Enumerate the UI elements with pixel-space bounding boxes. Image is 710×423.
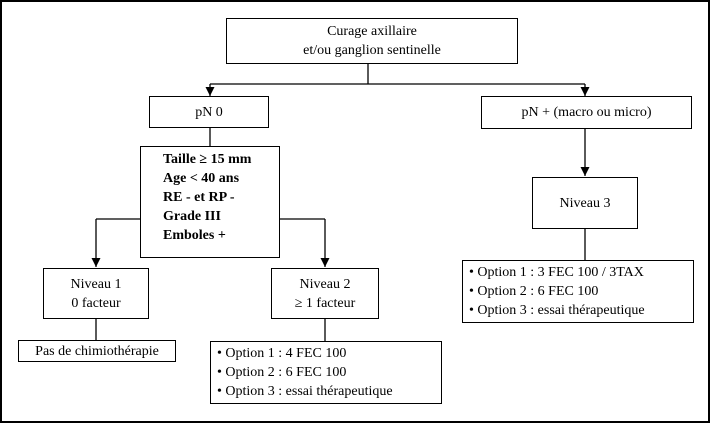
criteria-item: Age < 40 ans bbox=[163, 171, 240, 186]
option-item: • Option 1 : 4 FEC 100 bbox=[217, 346, 347, 361]
criteria-item: Taille ≥ 15 mm bbox=[163, 152, 252, 167]
pn0-label: pN 0 bbox=[195, 104, 223, 120]
pnplus-box: pN + (macro ou micro) bbox=[481, 96, 692, 129]
niveau1-line2: 0 facteur bbox=[71, 295, 121, 311]
niveau3-label: Niveau 3 bbox=[559, 195, 611, 211]
pn0-box: pN 0 bbox=[149, 96, 269, 128]
root-line2: et/ou ganglion sentinelle bbox=[303, 43, 441, 58]
option-item: • Option 3 : essai thérapeutique bbox=[217, 384, 393, 399]
pnplus-label: pN + (macro ou micro) bbox=[521, 105, 652, 120]
options-niveau3-box: • Option 1 : 3 FEC 100 / 3TAX • Option 2… bbox=[462, 260, 694, 323]
niveau1-line1: Niveau 1 bbox=[70, 276, 122, 292]
option-item: • Option 3 : essai thérapeutique bbox=[469, 303, 645, 318]
niveau2-line2: ≥ 1 facteur bbox=[294, 295, 356, 311]
niveau1-box: Niveau 1 0 facteur bbox=[43, 268, 149, 319]
root-line1: Curage axillaire bbox=[327, 24, 417, 39]
options-niveau2-box: • Option 1 : 4 FEC 100 • Option 2 : 6 FE… bbox=[210, 341, 442, 404]
option-item: • Option 2 : 6 FEC 100 bbox=[469, 284, 599, 299]
criteria-item: Grade III bbox=[163, 209, 221, 224]
root-box: Curage axillaire et/ou ganglion sentinel… bbox=[226, 18, 518, 64]
option-item: • Option 1 : 3 FEC 100 / 3TAX bbox=[469, 265, 644, 280]
niveau2-box: Niveau 2 ≥ 1 facteur bbox=[271, 268, 379, 319]
no-chemo-label: Pas de chimiothérapie bbox=[35, 343, 159, 359]
criteria-box: Taille ≥ 15 mm Age < 40 ans RE - et RP -… bbox=[140, 146, 280, 258]
niveau2-line1: Niveau 2 bbox=[299, 276, 351, 292]
criteria-item: RE - et RP - bbox=[163, 190, 235, 205]
no-chemo-box: Pas de chimiothérapie bbox=[18, 340, 176, 362]
option-item: • Option 2 : 6 FEC 100 bbox=[217, 365, 347, 380]
criteria-item: Emboles + bbox=[163, 228, 226, 243]
niveau3-box: Niveau 3 bbox=[532, 177, 638, 229]
